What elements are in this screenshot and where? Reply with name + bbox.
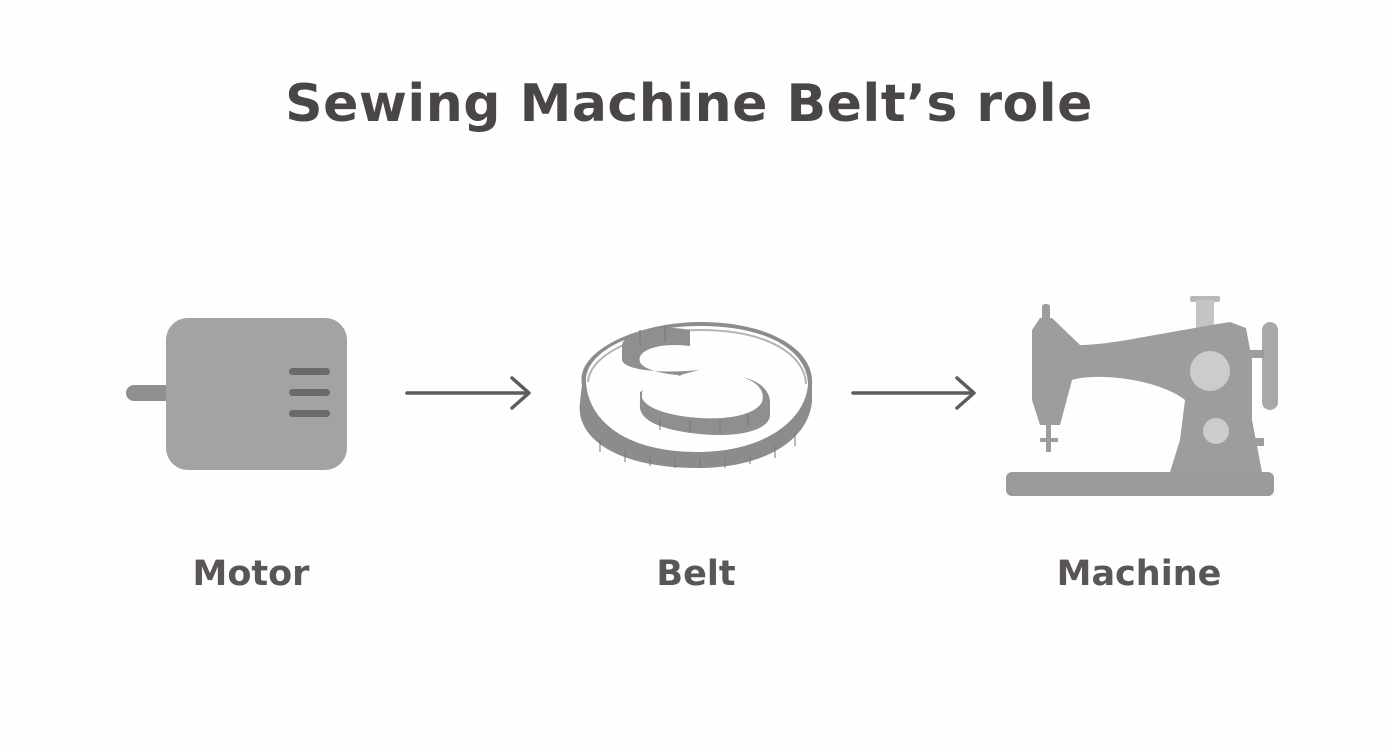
motor-icon: [126, 318, 347, 470]
sewing-machine-icon: [1006, 296, 1278, 496]
belt-icon: [579, 322, 813, 468]
machine-label: Machine: [1056, 554, 1222, 594]
arrow-motor-to-belt: [405, 376, 531, 410]
belt-label: Belt: [656, 554, 736, 594]
motor-label: Motor: [192, 554, 310, 594]
diagram-title: Sewing Machine Belt’s role: [285, 74, 1093, 134]
arrow-belt-to-machine: [851, 376, 976, 410]
